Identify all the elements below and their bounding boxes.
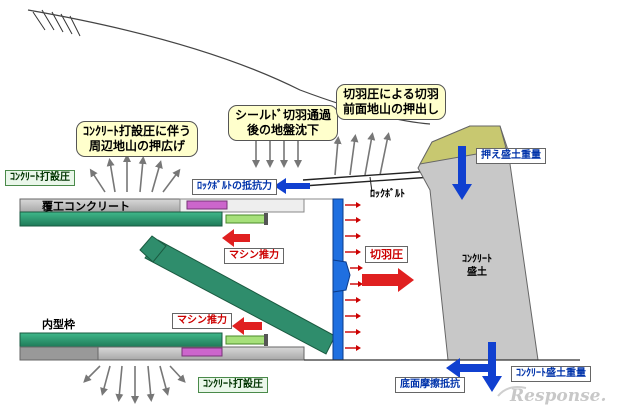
concrete-push-line1: ｺﾝｸﾘｰﾄ打設圧に伴う bbox=[83, 124, 192, 138]
concrete-fill-weight-label: ｺﾝｸﾘｰﾄ盛土重量 bbox=[511, 366, 591, 382]
concrete-fill-line1: ｺﾝｸﾘｰﾄ bbox=[462, 254, 492, 265]
machine-thrust-top-label: マシン推力 bbox=[224, 248, 284, 264]
ground-hatch bbox=[32, 9, 81, 37]
concrete-push-line2: 周辺地山の押広げ bbox=[89, 139, 186, 153]
press-fill-weight-label: 押え盛土重量 bbox=[476, 148, 546, 164]
base-friction-label: 底面摩擦抵抗 bbox=[395, 377, 465, 393]
upward-arrows bbox=[333, 132, 392, 176]
top-lining bbox=[19, 198, 305, 227]
shield-settlement-line1: シールﾄﾞ切羽通過 bbox=[235, 108, 332, 122]
concrete-fill-weight-arrow bbox=[482, 342, 502, 392]
face-pressure-arrowheads bbox=[356, 202, 363, 351]
watermark-text: Response. bbox=[510, 386, 607, 406]
concrete-fill-line2: 盛土 bbox=[467, 267, 487, 278]
watermark-swoosh bbox=[497, 386, 527, 397]
rockbolt-resistance-label: ﾛｯｸﾎﾞﾙﾄの抵抗力 bbox=[192, 179, 277, 195]
shield-settlement-label: シールﾄﾞ切羽通過 後の地盤沈下 bbox=[228, 105, 339, 141]
machine-thrust-arrow-bottom bbox=[232, 317, 262, 335]
shield-settlement-line2: 後の地盤沈下 bbox=[247, 123, 320, 137]
cutter-face bbox=[332, 198, 351, 361]
bottom-lining bbox=[19, 332, 305, 361]
rockbolt-pointer bbox=[369, 176, 373, 193]
concrete-push-arrows-top bbox=[89, 154, 181, 193]
face-push-line2: 前面地山の押出し bbox=[343, 102, 440, 116]
base-friction-arrow bbox=[446, 358, 490, 378]
face-push-line1: 切羽圧による切羽 bbox=[343, 87, 439, 101]
lining-concrete-label: 覆工コンクリート bbox=[42, 200, 130, 213]
face-pressure-arrows bbox=[345, 204, 358, 349]
concrete-push-arrows-bottom bbox=[83, 365, 186, 404]
face-push-label: 切羽圧による切羽 前面地山の押出し bbox=[336, 84, 447, 120]
concrete-pressure-bottom-label: ｺﾝｸﾘｰﾄ打設圧 bbox=[198, 377, 268, 393]
face-pressure-big-arrow bbox=[362, 268, 414, 292]
inner-form-label: 内型枠 bbox=[42, 318, 75, 331]
rockbolt-label: ﾛｯｸﾎﾞﾙﾄ bbox=[370, 189, 405, 200]
concrete-push-label: ｺﾝｸﾘｰﾄ打設圧に伴う 周辺地山の押広げ bbox=[76, 121, 199, 157]
press-fill-weight-arrow bbox=[452, 146, 472, 200]
rockbolt-resistance-arrow bbox=[274, 178, 310, 194]
concrete-fill-label: ｺﾝｸﾘｰﾄ 盛土 bbox=[462, 253, 492, 279]
settlement-arrows bbox=[252, 140, 302, 168]
concrete-pressure-top-label: ｺﾝｸﾘｰﾄ打設圧 bbox=[5, 170, 75, 186]
machine-thrust-arrow-top bbox=[222, 229, 250, 247]
machine-thrust-bottom-label: マシン推力 bbox=[172, 313, 232, 329]
face-pressure-label: 切羽圧 bbox=[365, 246, 408, 263]
